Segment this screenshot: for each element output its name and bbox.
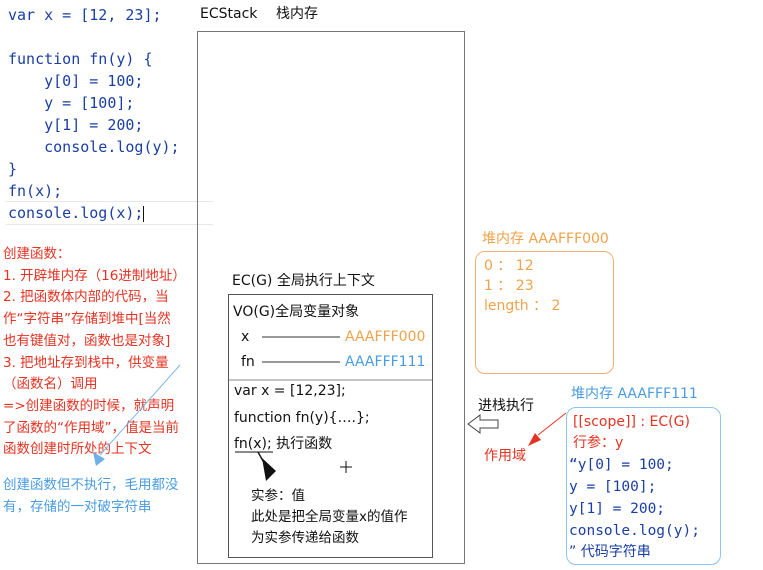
stmt-call-fn: fn(x); 执行函数 xyxy=(234,436,333,452)
heap-fn-code: “y[0] = 100; y = [100]; y[1] = 200; cons… xyxy=(569,454,700,562)
ecstack-box xyxy=(197,31,465,564)
heap-fn-code-line: “y[0] = 100; xyxy=(569,457,674,473)
vo-var-fn: fn xyxy=(241,354,255,370)
code-line xyxy=(8,26,213,48)
note-line: 函数创建时所处的上下文 xyxy=(3,441,152,458)
note-line: 3. 把地址存到栈中，供变量 xyxy=(3,354,169,371)
ecg-title: EC(G) 全局执行上下文 xyxy=(232,273,375,289)
code-line: var x = [12, 23]; xyxy=(8,6,162,24)
vo-var-x: x xyxy=(241,329,250,345)
note-line: 创建函数： xyxy=(3,246,71,262)
note-line: 也有键值对，函数也是对象] xyxy=(3,332,171,349)
heap-array-row: 1 ： 23 xyxy=(484,278,534,294)
arg-note-line: 为实参传递给函数 xyxy=(251,530,359,546)
active-line-border xyxy=(6,201,213,225)
code-line-active: console.log(x); xyxy=(8,204,145,222)
code-line: fn(x); xyxy=(8,182,63,200)
note-line: 了函数的“作用域”，值是当前 xyxy=(3,419,179,436)
vo-title: VO(G)全局变量对象 xyxy=(233,304,360,320)
heap-array-row: 0 ： 12 xyxy=(484,258,534,274)
note-line: 2. 把函数体内部的代码，当 xyxy=(3,289,169,306)
heap-fn-code-line: y = [100]; xyxy=(569,479,657,495)
arg-note-line: 实参：值 xyxy=(251,488,305,504)
stmt-function-fn: function fn(y){….}; xyxy=(234,410,370,426)
note-line: 作“字符串”存储到堆中[当然 xyxy=(3,311,171,328)
heap-array-rows: 0 ： 12 1 ： 23 length ： 2 xyxy=(484,256,560,316)
text-cursor xyxy=(143,205,145,222)
push-label: 进栈执行 xyxy=(478,398,534,414)
note-line: 创建函数但不执行，毛用都没 xyxy=(3,477,179,493)
arg-note-line: 此处是把全局变量x的值作 xyxy=(251,509,408,525)
note-line: （函数名）调用 xyxy=(3,376,98,393)
heap-fn-title: 堆内存 AAAFFF111 xyxy=(571,386,698,402)
note-line: 1. 开辟堆内存（16进制地址） xyxy=(3,267,186,284)
create-function-notes: 创建函数： 1. 开辟堆内存（16进制地址） 2. 把函数体内部的代码，当 作“… xyxy=(3,244,186,461)
code-line: console.log(y); xyxy=(8,138,180,156)
code-block: var x = [12, 23]; function fn(y) { y[0] … xyxy=(8,4,213,224)
code-line: function fn(y) { xyxy=(8,50,153,68)
scope-arrow xyxy=(528,433,541,446)
heap-array-box xyxy=(475,251,614,374)
scope-line xyxy=(537,412,567,436)
code-line: y[1] = 200; xyxy=(8,116,144,134)
scope-label: 作用域 xyxy=(484,448,526,464)
ecstack-title: ECStack xyxy=(200,6,258,22)
ecg-box xyxy=(228,294,433,558)
vo-addr-x: AAAFFF000 xyxy=(345,329,426,345)
push-arrow xyxy=(467,414,499,434)
not-executed-notes: 创建函数但不执行，毛用都没 有，存储的一对破字符串 xyxy=(3,474,179,518)
heap-fn-code-line: console.log(y); xyxy=(569,523,700,539)
note-line: 有，存储的一对破字符串 xyxy=(3,499,152,515)
heap-array-row: length ： 2 xyxy=(484,298,561,314)
vo-addr-fn: AAAFFF111 xyxy=(345,354,426,370)
stmt-var-x: var x = [12,23]; xyxy=(234,383,346,399)
heap-fn-code-line: y[1] = 200; xyxy=(569,501,666,517)
heap-fn-scope: [[scope]] : EC(G) xyxy=(573,414,690,430)
heap-fn-param: 行参：y xyxy=(573,435,624,451)
code-line: y[0] = 100; xyxy=(8,72,144,90)
ecstack-subtitle: 栈内存 xyxy=(276,6,318,22)
note-line: =>创建函数的时候，就声明 xyxy=(3,397,175,414)
heap-fn-box xyxy=(566,407,721,565)
heap-array-title: 堆内存 AAAFFF000 xyxy=(482,231,609,247)
code-line: } xyxy=(8,160,18,178)
code-line: y = [100]; xyxy=(8,94,135,112)
arg-note: 实参：值 此处是把全局变量x的值作 为实参传递给函数 xyxy=(251,486,408,549)
heap-fn-code-line: ” 代码字符串 xyxy=(569,544,651,560)
